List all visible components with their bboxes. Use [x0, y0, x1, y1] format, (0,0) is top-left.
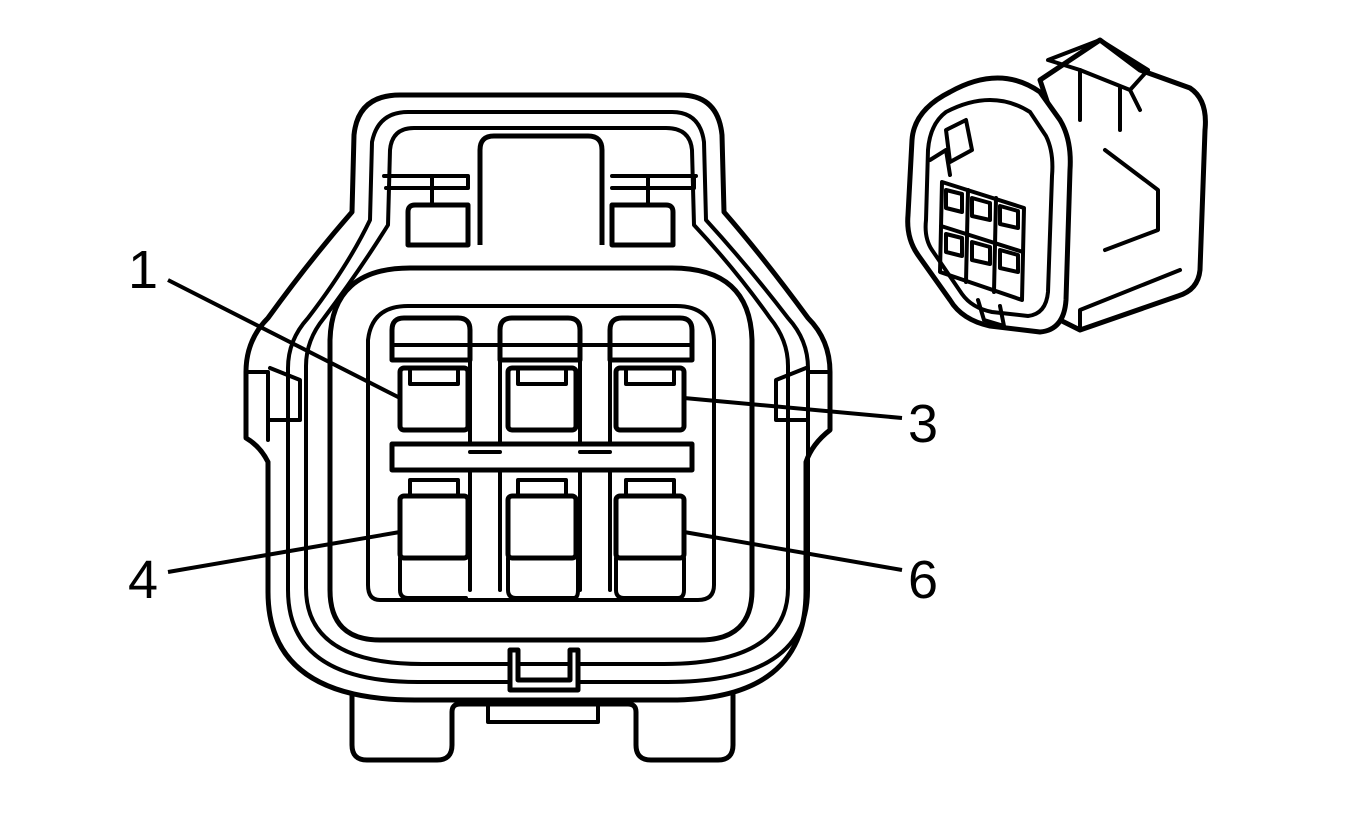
- connector-right-rib: [774, 366, 832, 442]
- connector-latch: [477, 133, 605, 245]
- terminal-cavity-5: [505, 493, 579, 561]
- connector-shell-inner-1: [286, 110, 810, 684]
- connector-latch-base-right: [609, 202, 676, 248]
- connector-front-view: [243, 92, 833, 763]
- terminal-cavity-6: [613, 493, 687, 561]
- terminal-row-bottom: [397, 468, 687, 600]
- connector-bottom-notch: [486, 702, 600, 724]
- pin-1-leader: [167, 278, 401, 400]
- connector-latch-slot: [430, 174, 650, 207]
- connector-left-rib: [244, 366, 302, 442]
- pin-1-label: 1: [128, 240, 158, 300]
- terminal-row-separator: [389, 441, 695, 473]
- pin-6-label: 6: [908, 550, 938, 610]
- connector-shell-inner-2: [304, 126, 790, 666]
- connector-isometric-view: [905, 37, 1208, 335]
- pin-4-label: 4: [128, 550, 158, 610]
- pin-callouts: 1 3 4 6: [128, 240, 938, 610]
- pin-4-leader: [167, 530, 401, 574]
- terminal-row-top: [389, 315, 695, 446]
- connector-iso-cavities: [938, 180, 1026, 302]
- connector-bottom-key: [507, 647, 581, 693]
- terminal-cavity-4: [397, 493, 471, 561]
- pin-3-leader: [683, 396, 903, 420]
- pin-6-leader: [683, 530, 903, 572]
- pin-3-label: 3: [908, 394, 938, 454]
- connector-latch-base-left: [405, 202, 471, 248]
- connector-latch-rail: [382, 174, 698, 190]
